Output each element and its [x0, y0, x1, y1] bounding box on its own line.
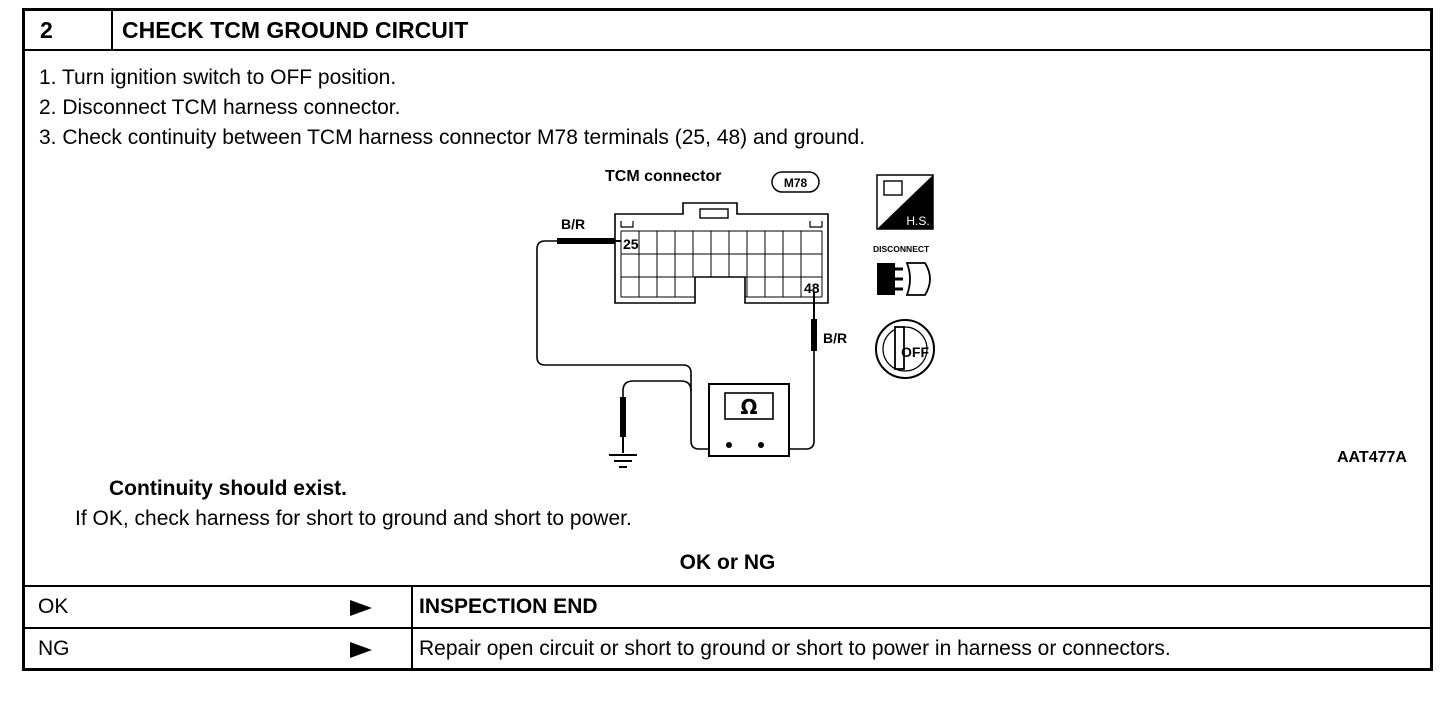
wire-color-label-a: B/R — [561, 216, 585, 232]
tcm-connector — [614, 202, 829, 304]
result-action: INSPECTION END — [411, 587, 1430, 627]
ignition-off-label: OFF — [901, 344, 929, 360]
decision-heading: OK or NG — [679, 551, 776, 574]
step-number: 2 — [25, 11, 113, 49]
procedure-steps: 1. Turn ignition switch to OFF position.… — [39, 63, 865, 153]
ground-symbol — [609, 454, 637, 468]
connector-id: M78 — [784, 176, 808, 190]
ground-wire — [622, 380, 692, 397]
hot-side-label: H.S. — [906, 214, 929, 228]
result-label: NG — [38, 637, 70, 660]
terminal-25-label: 25 — [623, 236, 639, 252]
specification: Continuity should exist. — [109, 477, 348, 500]
procedure-frame: 2 CHECK TCM GROUND CIRCUIT 1. Turn ignit… — [22, 8, 1433, 671]
ignition-off-icon — [875, 319, 935, 379]
result-action: Repair open circuit or short to ground o… — [411, 629, 1430, 669]
step-title: CHECK TCM GROUND CIRCUIT — [122, 17, 469, 43]
figure-code: AAT477A — [1337, 449, 1407, 466]
step-header: 2 CHECK TCM GROUND CIRCUIT — [25, 11, 1430, 51]
disconnect-icon — [877, 262, 931, 296]
wire-b — [761, 351, 815, 450]
result-label: OK — [38, 595, 69, 618]
wire-a — [536, 240, 729, 450]
arrow-right-icon — [350, 600, 372, 616]
terminal-48-label: 48 — [804, 280, 820, 296]
disconnect-label: DISCONNECT — [873, 244, 930, 254]
result-row-ng: NG Repair open circuit or short to groun… — [25, 627, 1430, 669]
hot-side-icon — [876, 174, 934, 230]
wire-color-label-b: B/R — [823, 330, 847, 346]
result-row-ok: OK INSPECTION END — [25, 585, 1430, 627]
ohm-symbol: Ω — [740, 395, 757, 419]
step-item: 2. Disconnect TCM harness connector. — [39, 96, 401, 119]
inspection-note: If OK, check harness for short to ground… — [75, 507, 632, 530]
connector-label: TCM connector — [605, 168, 721, 185]
connector-id-badge — [771, 171, 820, 193]
step-item: 1. Turn ignition switch to OFF position. — [39, 66, 397, 89]
ohmmeter — [708, 383, 790, 457]
wiring-diagram: TCM connector M78 25 — [536, 168, 935, 468]
step-item: 3. Check continuity between TCM harness … — [39, 126, 866, 149]
arrow-right-icon — [350, 642, 372, 658]
